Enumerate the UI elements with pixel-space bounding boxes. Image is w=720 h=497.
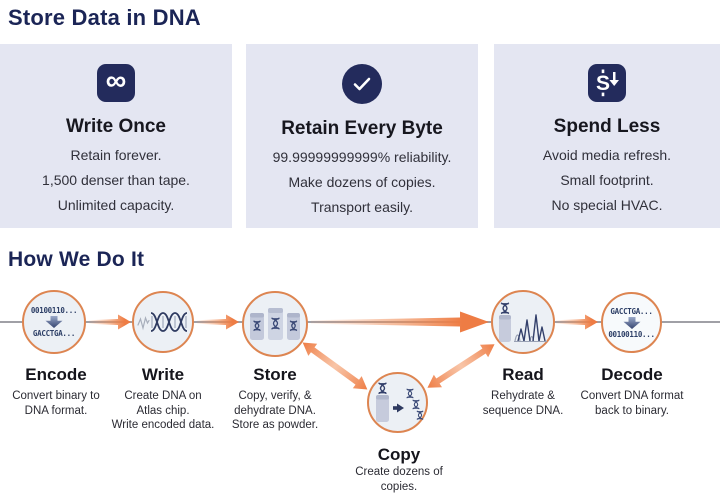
infinity-glyph: ∞ [105, 65, 127, 97]
dna-to-binary-icon: GACCTGA... 00100110... [608, 306, 655, 339]
arrow-right-icon [197, 314, 239, 330]
desc-line: Rehydrate & [491, 390, 555, 402]
arrow-right-icon [556, 314, 598, 330]
step-desc-encode: Convert binary to DNA format. [0, 389, 126, 418]
step-label-read: Read [502, 365, 544, 384]
step-label-write: Write [141, 365, 185, 384]
dna-helix-icon [137, 312, 188, 332]
card-title: Write Once [66, 116, 166, 137]
desc-line: copies. [380, 480, 418, 493]
powder-canisters-icon [250, 308, 300, 340]
card-line: 1,500 denser than tape. [42, 172, 190, 188]
card-line: Avoid media refresh. [542, 147, 672, 163]
arrow-right-icon [89, 314, 131, 330]
infinity-icon: ∞ [97, 64, 135, 102]
card-title: Retain Every Byte [281, 118, 443, 139]
read-node [491, 290, 555, 354]
step-label-store: Store [253, 365, 297, 384]
step-label-copy: Copy [377, 445, 421, 464]
card-retain-every-byte: Retain Every Byte 99.99999999999% reliab… [246, 44, 478, 228]
desc-line: Convert binary to [12, 390, 100, 402]
long-arrow-right-icon [311, 311, 489, 333]
sequence-chromatogram-icon [499, 302, 547, 342]
decode-node: GACCTGA... 00100110... [601, 292, 662, 353]
decode-dna-text: GACCTGA... [610, 306, 653, 316]
card-line: Transport easily. [311, 199, 413, 215]
card-line: Retain forever. [70, 147, 162, 163]
step-desc-decode: Convert DNA format back to binary. [562, 389, 702, 418]
down-arrow-icon [623, 316, 640, 329]
write-node [132, 291, 194, 353]
svg-text:S: S [596, 72, 610, 95]
store-node [242, 291, 308, 357]
copy-dna-icon [375, 381, 423, 422]
card-line: Unlimited capacity. [57, 197, 175, 213]
card-title: Spend Less [553, 116, 661, 137]
card-line: 99.99999999999% reliability. [272, 149, 452, 165]
card-line: Make dozens of copies. [288, 174, 436, 190]
desc-line: Create dozens of [355, 466, 443, 478]
check-icon [342, 64, 382, 104]
page-title: Store Data in DNA [8, 5, 201, 30]
desc-line: dehydrate DNA. [234, 404, 316, 417]
desc-line: DNA format. [24, 404, 88, 417]
double-arrow-icon [297, 335, 372, 397]
card-write-once: ∞ Write Once Retain forever. 1,500 dense… [0, 44, 232, 228]
desc-line: Convert DNA format [580, 390, 684, 402]
step-desc-store: Copy, verify, & dehydrate DNA. Store as … [205, 389, 345, 433]
card-spend-less: S Spend Less Avoid media refresh. Small … [494, 44, 720, 228]
desc-line: sequence DNA. [482, 404, 564, 417]
step-label-decode: Decode [601, 365, 663, 384]
desc-line: Copy, verify, & [238, 390, 312, 402]
desc-line: back to binary. [595, 404, 669, 417]
card-line: Small footprint. [560, 172, 654, 188]
binary-to-dna-icon: 00100110... GACCTGA... [30, 306, 78, 338]
step-desc-copy: Create dozens of copies. [329, 465, 469, 494]
encode-dna-text: GACCTGA... [32, 329, 76, 338]
desc-line: Atlas chip. [136, 404, 190, 417]
copy-node [367, 372, 428, 433]
step-label-encode: Encode [25, 365, 87, 384]
step-desc-write: Create DNA on Atlas chip. Write encoded … [93, 389, 233, 433]
double-arrow-icon [423, 337, 500, 396]
dollar-down-icon: S [588, 64, 626, 102]
decode-binary-text: 00100110... [608, 329, 655, 339]
desc-line: Store as powder. [231, 419, 319, 431]
encode-node: 00100110... GACCTGA... [22, 290, 86, 354]
desc-line: Create DNA on [124, 390, 202, 402]
desc-line: Write encoded data. [111, 419, 215, 431]
card-line: No special HVAC. [551, 197, 663, 213]
section-title-how-we-do-it: How We Do It [8, 248, 145, 271]
encode-binary-text: 00100110... [30, 306, 78, 315]
down-arrow-icon [45, 316, 63, 328]
step-desc-read: Rehydrate & sequence DNA. [453, 389, 593, 418]
